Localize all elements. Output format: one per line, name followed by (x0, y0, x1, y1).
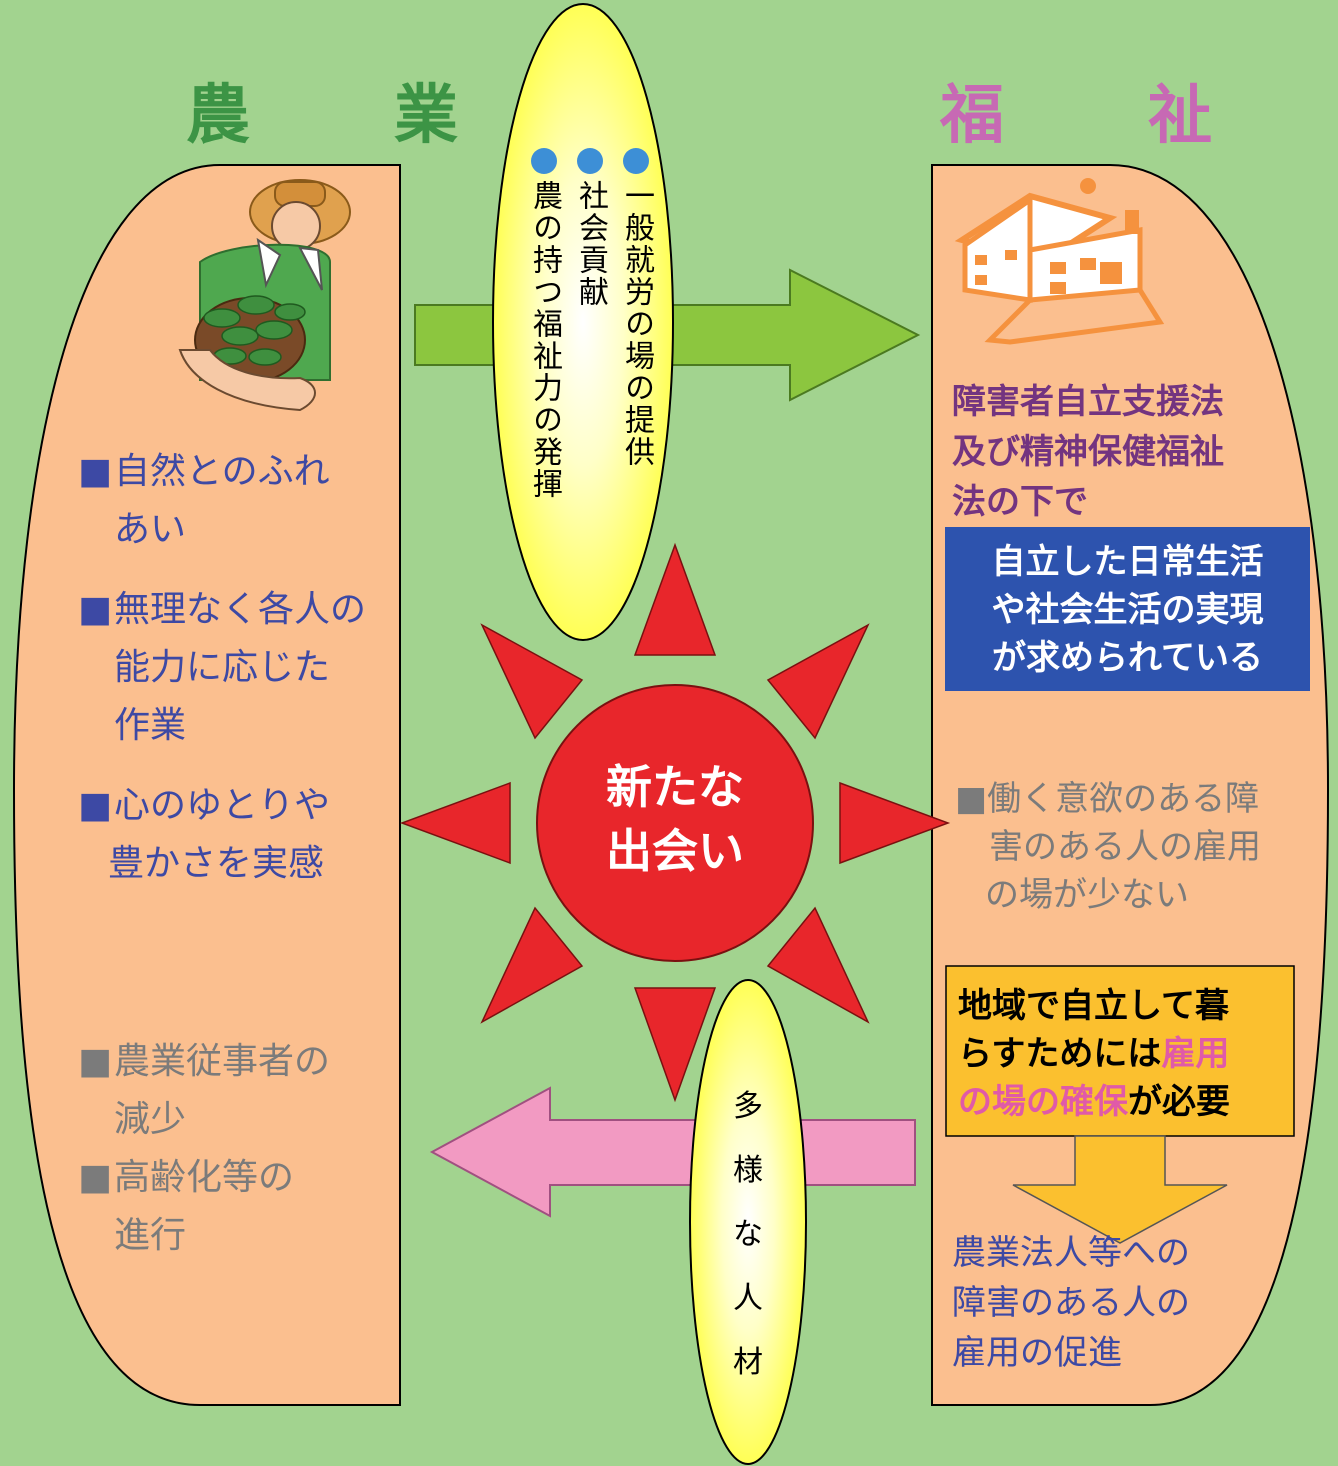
yellow-box-line: の場の確保が必要 (958, 1082, 1230, 1122)
yellow-box-line: らすためには雇用 (958, 1034, 1230, 1074)
merit-item-cont: 豊かさを実感 (78, 835, 366, 893)
merit-line: 豊かさを実感 (108, 843, 325, 884)
sun-ray-right (839, 781, 951, 865)
welfare-to-agriculture-arrow (429, 1086, 916, 1218)
welfare-issue: ■働く意欲のある障 害のある人の雇用 の場が少ない (955, 775, 1261, 919)
merit-item: ■心のゆとりや (78, 777, 366, 835)
issue-line: 高齢化等の (114, 1157, 295, 1198)
center-line: 出会い (606, 824, 744, 878)
vertical-char: 人 (733, 1281, 763, 1316)
law-line: 障害者自立支援法 (952, 382, 1224, 422)
sun-ray-bottom-right (766, 906, 870, 1024)
square-marker-icon: ■ (78, 451, 113, 492)
vertical-char: 様 (733, 1153, 763, 1188)
bullet-dot-icon (531, 148, 557, 174)
sun-ray-left (399, 781, 511, 865)
blue-box-line: が求められている (992, 638, 1263, 678)
sun-ray-top (633, 542, 717, 656)
merit-item: ■自然とのふれ (78, 443, 366, 501)
highlight-text: 雇用 (1161, 1034, 1230, 1074)
issue-item: ■農業従事者の (78, 1033, 330, 1091)
square-marker-icon: ■ (78, 1041, 113, 1082)
issue-item: ■高齢化等の (78, 1149, 330, 1207)
yellow-box-text: 地域で自立して暮 らすためには雇用 の場の確保が必要 (958, 982, 1230, 1126)
issue-line: ■働く意欲のある障 (955, 779, 1260, 819)
merit-line: 心のゆとりや (114, 785, 331, 826)
blue-box-text: 自立した日常生活 や社会生活の実現 が求められている (945, 538, 1310, 682)
law-line: 法の下で (952, 482, 1088, 522)
merit-item-cont: あい (78, 501, 366, 559)
bottom-ellipse-text: 多 様 な 人 材 (718, 1075, 778, 1395)
vertical-char: 材 (733, 1345, 763, 1380)
agriculture-heading: 農 業 (186, 79, 498, 153)
yellow-box-line: 地域で自立して暮 (958, 986, 1229, 1026)
square-marker-icon: ■ (78, 589, 113, 630)
blue-box (945, 527, 1310, 691)
center-label: 新たな 出会い (575, 755, 775, 883)
vertical-char: な (733, 1217, 763, 1252)
merit-item-cont: 能力に応じた (78, 639, 366, 697)
result-line: 雇用の促進 (952, 1333, 1122, 1373)
issue-item-cont: 進行 (78, 1207, 330, 1265)
issue-line: 農業従事者の (114, 1041, 331, 1082)
result-text: 農業法人等への 障害のある人の 雇用の促進 (952, 1228, 1190, 1378)
vertical-char: 多 (733, 1089, 763, 1124)
bullet-provide-employment: 一般就労の場の提供 (613, 148, 659, 568)
farmer-holding-seedlings-icon (178, 179, 351, 412)
bottom-ellipse (689, 979, 807, 1465)
issue-line: 害のある人の雇用 (989, 827, 1261, 867)
sun-ray-bottom-left (480, 906, 584, 1024)
merit-line: 無理なく各人の (114, 589, 367, 630)
bullet-dot-icon (577, 148, 603, 174)
sun-rays (399, 542, 951, 1103)
top-ellipse-text: 一般就労の場の提供 社会貢献 農の持つ福祉力の発揮 (521, 148, 659, 568)
house-icon (954, 178, 1165, 345)
merit-line: 能力に応じた (114, 647, 331, 688)
center-line: 新たな (606, 760, 744, 814)
issue-item-cont: 減少 (78, 1091, 330, 1149)
sun-ray-bottom (633, 987, 717, 1103)
merit-item-cont: 作業 (78, 697, 366, 755)
result-line: 農業法人等への (952, 1233, 1190, 1273)
sun-ray-top-left (480, 623, 584, 740)
sun-ray-top-right (766, 623, 870, 740)
blue-box-line: や社会生活の実現 (991, 590, 1264, 630)
merit-line: あい (114, 509, 187, 550)
highlight-text: の場の確保 (958, 1082, 1128, 1122)
issue-line: 進行 (114, 1215, 187, 1256)
blue-box-line: 自立した日常生活 (991, 542, 1264, 582)
bullet-dot-icon (623, 148, 649, 174)
square-marker-icon: ■ (78, 785, 113, 826)
bullet-social-contribution: 社会貢献 (567, 148, 613, 568)
bullet-welfare-power: 農の持つ福祉力の発揮 (521, 148, 567, 568)
result-line: 障害のある人の (952, 1283, 1190, 1323)
merit-item: ■無理なく各人の (78, 581, 366, 639)
issue-line: の場が少ない (985, 875, 1189, 915)
law-line: 及び精神保健福祉 (952, 432, 1224, 472)
law-text: 障害者自立支援法 及び精神保健福祉 法の下で (952, 377, 1224, 527)
down-arrow (1012, 1135, 1228, 1244)
merit-line: 自然とのふれ (114, 451, 330, 492)
square-marker-icon: ■ (955, 779, 988, 819)
agriculture-panel (12, 164, 401, 1406)
agriculture-issues: ■農業従事者の 減少 ■高齢化等の 進行 (78, 1033, 330, 1265)
issue-line: 減少 (114, 1099, 187, 1140)
square-marker-icon: ■ (78, 1157, 113, 1198)
agriculture-merits: ■自然とのふれ あい ■無理なく各人の 能力に応じた 作業 ■心のゆとりや 豊か… (78, 443, 366, 893)
welfare-heading: 福 祉 (940, 79, 1252, 153)
sun-circle (536, 684, 814, 962)
merit-line: 作業 (114, 705, 187, 746)
